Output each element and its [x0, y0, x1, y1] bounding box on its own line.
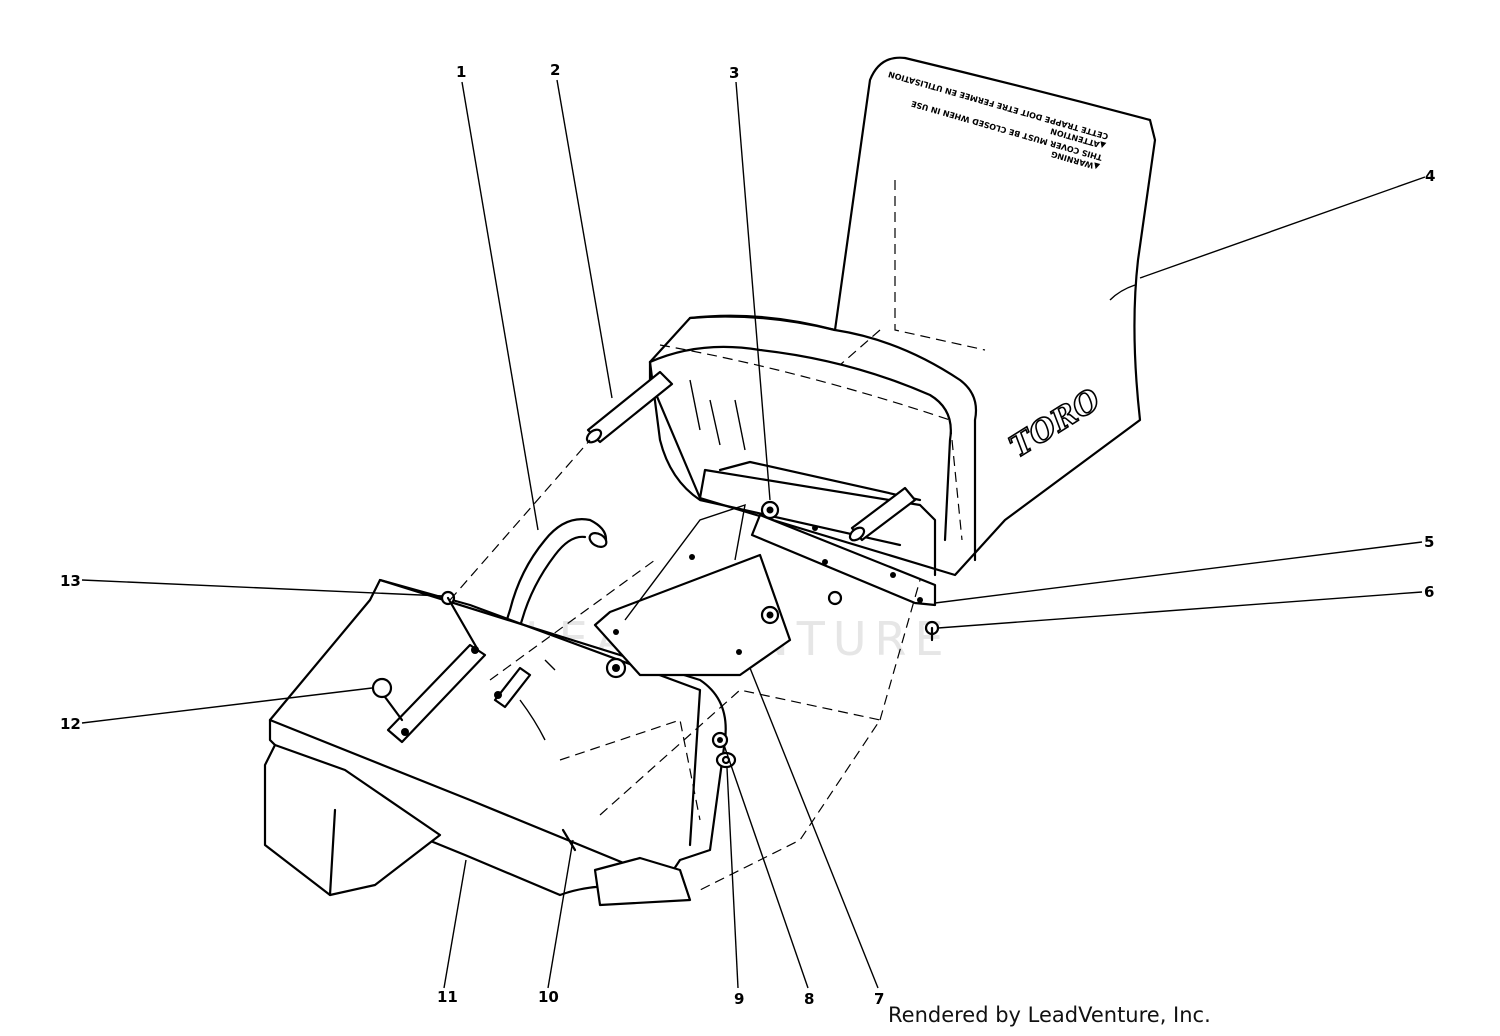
callout-6: 6: [1424, 583, 1434, 601]
assembly-lines: [449, 439, 921, 891]
leader-4: [1139, 176, 1426, 279]
callout-7: 7: [874, 990, 884, 1008]
inner-bracket: [593, 503, 792, 677]
latch-plate: [386, 643, 532, 744]
callout-9: 9: [734, 990, 744, 1008]
leader-8: [723, 744, 809, 989]
leader-11: [443, 859, 467, 989]
grass-bag: [648, 56, 1157, 577]
leader-3: [735, 81, 771, 501]
bolt-hole: [822, 559, 828, 565]
leader-lines: [81, 79, 1426, 989]
callout-13: 13: [60, 572, 81, 590]
callout-labels: 1 2 3 4 5 6 7 8 9 10 11 12 13: [60, 61, 1435, 1008]
leader-2: [556, 79, 613, 399]
bolt-hole: [890, 572, 896, 578]
leader-7: [749, 667, 879, 989]
callout-8: 8: [804, 990, 814, 1008]
bolt-hole: [812, 525, 818, 531]
leader-10: [547, 839, 574, 989]
leader-6: [937, 591, 1423, 629]
bag-bottom-bracket: [750, 513, 937, 607]
callout-10: 10: [538, 988, 559, 1006]
knob-12: [371, 677, 393, 699]
bolt-hole: [917, 597, 923, 603]
frame-rods: [585, 370, 917, 542]
callout-3: 3: [729, 64, 739, 82]
callout-2: 2: [550, 61, 560, 79]
bolt-under-bracket: [827, 590, 843, 606]
render-credit: Rendered by LeadVenture, Inc.: [888, 1003, 1211, 1027]
leader-12: [81, 687, 373, 724]
leader-9: [726, 767, 739, 989]
leader-13: [81, 579, 444, 597]
callout-5: 5: [1424, 533, 1434, 551]
leader-1: [461, 81, 539, 531]
callout-4: 4: [1425, 167, 1435, 185]
hardware: [371, 500, 940, 852]
deck-adaptor-chute: [263, 578, 727, 907]
callout-12: 12: [60, 715, 81, 733]
callout-11: 11: [437, 988, 458, 1006]
leader-5: [934, 541, 1423, 604]
callout-1: 1: [456, 63, 466, 81]
